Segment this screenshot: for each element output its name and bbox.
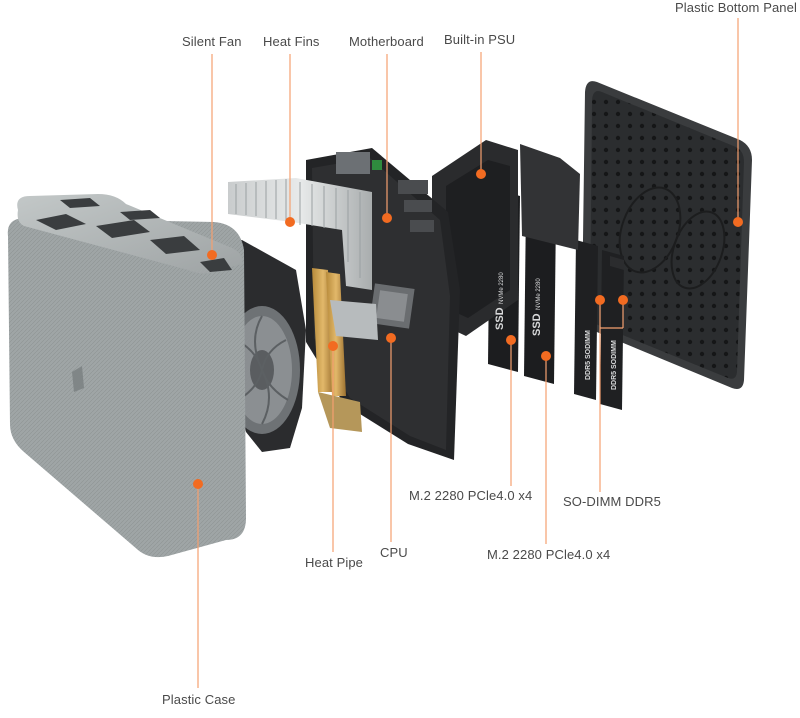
marker-dot-motherboard: [382, 213, 392, 223]
marker-dot-plastic-case: [193, 479, 203, 489]
ssd-1-subtext: NVMe 2280: [499, 272, 505, 304]
label-m2-slot-1: M.2 2280 PCle4.0 x4: [409, 488, 533, 503]
heat-pipe-illustration: [312, 268, 378, 432]
label-heat-fins: Heat Fins: [263, 34, 320, 49]
ssd-2-subtext: NVMe 2280: [536, 278, 542, 310]
ssd-2-text: SSD: [531, 313, 543, 336]
ram-1-text: DDR5 SODIMM: [585, 330, 592, 380]
marker-dot-sodimm-1: [595, 295, 605, 305]
marker-dot-sodimm-2: [618, 295, 628, 305]
component-text: SSD NVMe 2280 SSD NVMe 2280 DDR5 SODIMM …: [494, 272, 618, 390]
ram-2-text: DDR5 SODIMM: [611, 340, 618, 390]
plastic-case-illustration: [7, 194, 247, 558]
marker-dot-silent-fan: [207, 250, 217, 260]
label-plastic-bottom-panel: Plastic Bottom Panel: [675, 0, 797, 15]
marker-dot-cpu: [386, 333, 396, 343]
label-heat-pipe: Heat Pipe: [305, 555, 363, 570]
label-cpu: CPU: [380, 545, 408, 560]
bottom-panel-illustration: [582, 81, 752, 389]
marker-dot-bottom-panel: [733, 217, 743, 227]
label-sodimm: SO-DIMM DDR5: [563, 494, 661, 509]
label-plastic-case: Plastic Case: [162, 692, 236, 707]
sodimm-modules-illustration: [574, 240, 624, 410]
marker-dot-m2-slot-1: [506, 335, 516, 345]
label-m2-slot-2: M.2 2280 PCle4.0 x4: [487, 547, 611, 562]
label-motherboard: Motherboard: [349, 34, 424, 49]
marker-dot-heat-pipe: [328, 341, 338, 351]
marker-dot-psu: [476, 169, 486, 179]
heat-fins-illustration: [228, 178, 372, 290]
label-built-in-psu: Built-in PSU: [444, 32, 516, 47]
marker-dot-m2-slot-2: [541, 351, 551, 361]
marker-dot-heat-fins: [285, 217, 295, 227]
ssd-1-text: SSD: [494, 307, 506, 330]
label-silent-fan: Silent Fan: [182, 34, 242, 49]
leader-lines: [197, 18, 739, 688]
marker-dots: [193, 169, 743, 489]
